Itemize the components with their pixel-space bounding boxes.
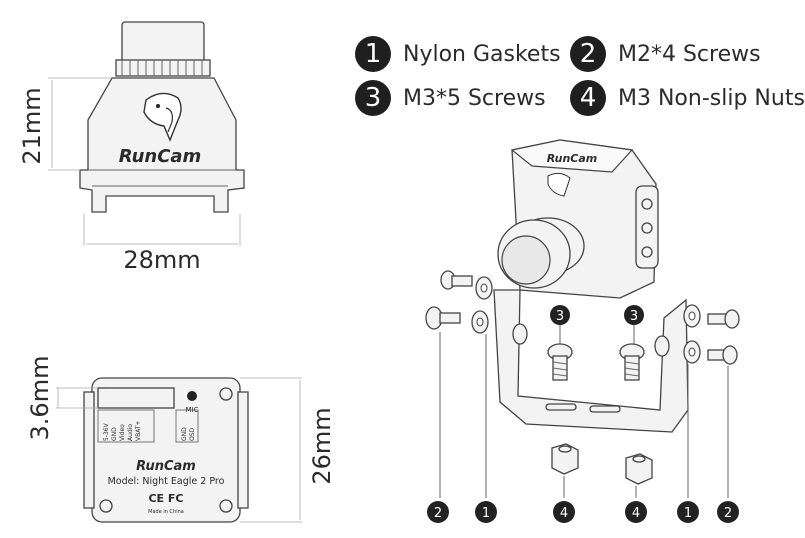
pin-label: Audio [127,424,134,441]
m2-screw-right-bottom [707,345,738,365]
offset-dim: 3.6mm [26,356,54,441]
back-view: MIC 5-36V GND Video Audio VBAT+ GND OSD … [26,356,336,523]
lens-cap [121,21,205,63]
legend-badge: 3 [355,80,391,116]
m3-nut-right [625,453,653,485]
svg-text:1: 1 [482,506,490,521]
legend-item-4: 4 M3 Non-slip Nuts [570,80,805,116]
m2-screw-right-top [707,309,740,329]
svg-text:2: 2 [724,506,732,521]
mic-hole-icon [187,391,197,401]
svg-text:3: 3 [556,309,564,324]
m2-screw-left-top [440,270,473,290]
legend-item-2: 2 M2*4 Screws [570,36,761,72]
pin-label: OSD [189,427,196,441]
front-brand-logo: RunCam [119,146,202,167]
back-height-dim: 26mm [308,407,336,484]
callout-bottom-2: 1 [475,501,497,523]
front-view: RunCam 21mm 28mm [18,21,245,274]
pin-label: 5-36V [103,422,110,441]
callout-bottom-3: 4 [553,501,575,523]
callout-badges: 3 3 2 1 4 4 1 2 [427,305,739,523]
m2-screw-left-bottom [425,306,461,330]
legend-label: Nylon Gaskets [403,41,561,67]
cert-marks: CE FC [148,492,183,505]
eagle-logo-icon [143,92,182,142]
legend-item-3: 3 M3*5 Screws [355,80,546,116]
pin-label: VBAT+ [135,420,142,441]
callout-bottom-6: 2 [717,501,739,523]
legend-label: M3 Non-slip Nuts [618,85,805,111]
svg-text:1: 1 [684,506,692,521]
callout-screw-left: 3 [550,305,570,325]
m3-screw-left [547,343,573,381]
m3-nut-left [551,443,579,475]
callout-screw-right: 3 [624,305,644,325]
pin-label: GND [181,427,188,441]
pin-label: GND [111,427,118,441]
legend-label: M3*5 Screws [403,85,546,111]
callout-bottom-4: 4 [625,501,647,523]
callout-bottom-1: 2 [427,501,449,523]
front-height-dim: 21mm [18,87,46,164]
svg-text:2: 2 [434,506,442,521]
origin-label: Made in China [148,509,184,515]
legend-item-1: 1 Nylon Gaskets [355,36,561,72]
assembly-brand-logo: RunCam [547,152,598,165]
svg-text:3: 3 [630,309,638,324]
pin-label: Video [119,424,126,441]
front-width-dim: 28mm [123,246,200,274]
legend-badge: 1 [355,36,391,72]
mount-bracket [493,289,689,433]
svg-text:4: 4 [560,506,568,521]
assembly-view: RunCam [425,139,740,498]
callout-bottom-5: 1 [677,501,699,523]
assembly-eagle-icon [547,172,571,197]
back-brand-logo: RunCam [136,459,196,474]
legend-badge: 2 [570,36,606,72]
m3-screw-right [619,343,645,381]
legend-label: M2*4 Screws [618,41,761,67]
legend-badge: 4 [570,80,606,116]
model-label: Model: Night Eagle 2 Pro [108,476,225,487]
svg-text:4: 4 [632,506,640,521]
